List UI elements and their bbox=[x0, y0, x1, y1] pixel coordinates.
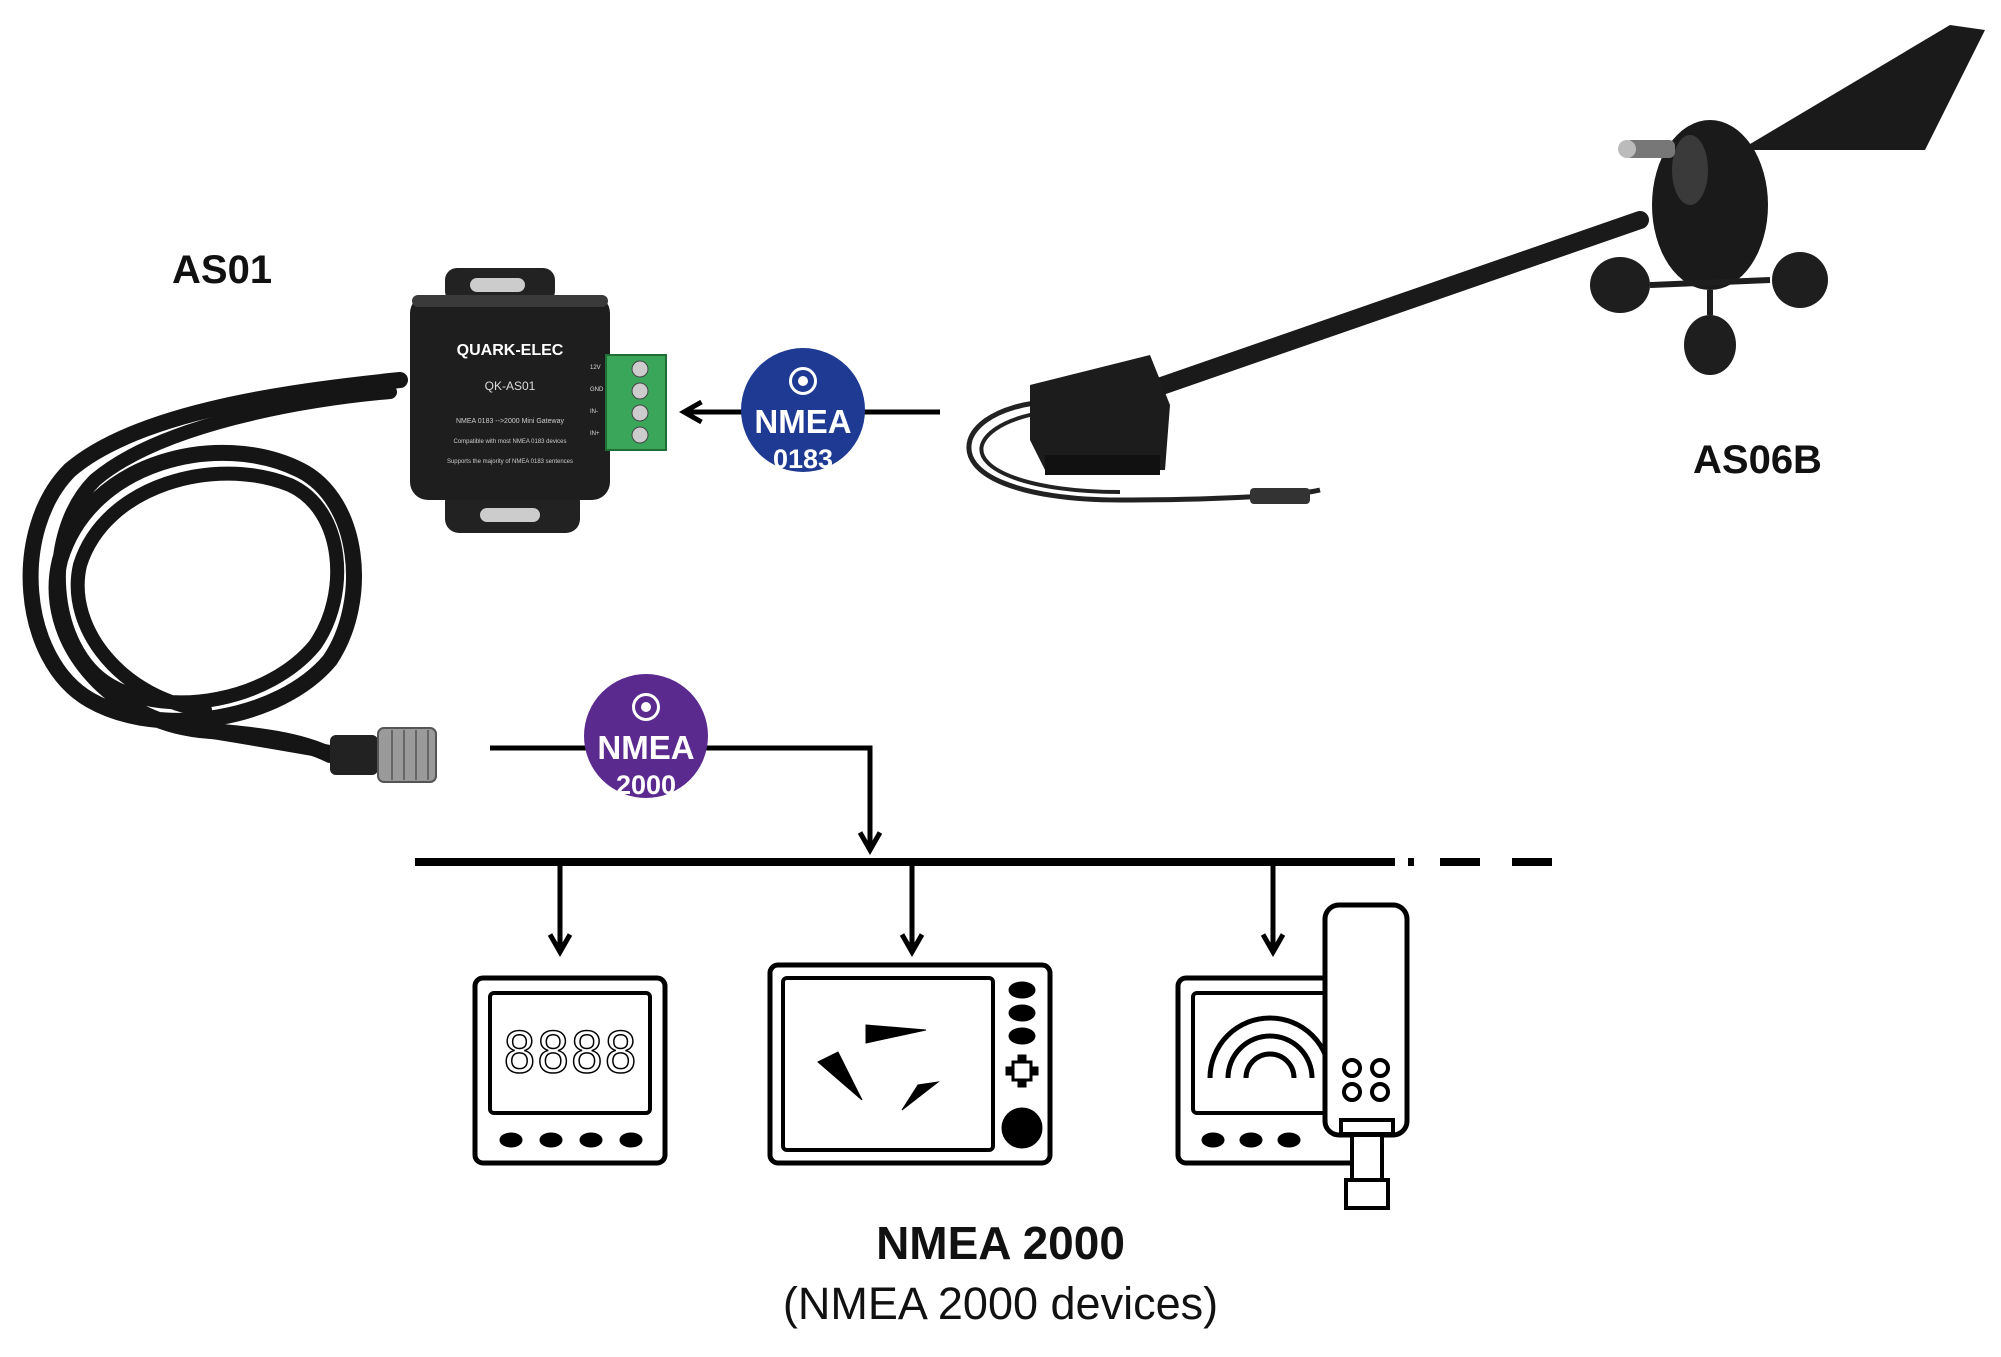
nmea2000-badge-line2: 2000 bbox=[615, 770, 677, 800]
terminal-gnd: GND bbox=[590, 387, 604, 393]
target-icon bbox=[789, 367, 817, 395]
nmea0183-badge-line2: 0183 bbox=[772, 444, 834, 474]
n2k-connector bbox=[330, 727, 437, 783]
sensor-label: AS06B bbox=[1693, 438, 1822, 482]
model-label: QK-AS01 bbox=[485, 379, 536, 393]
terminal-12v: 12V bbox=[590, 365, 601, 371]
terminal-in-minus: IN- bbox=[590, 409, 598, 415]
n2k-sounder-device bbox=[1175, 902, 1410, 1210]
gateway-line-3: Supports the majority of NMEA 0183 sente… bbox=[447, 459, 573, 465]
gateway-cable bbox=[22, 372, 408, 763]
terminal-in-plus: IN+ bbox=[590, 431, 600, 437]
gateway-device: QUARK-ELEC QK-AS01 NMEA 0183 -->2000 Min… bbox=[410, 268, 667, 533]
network-subtitle: (NMEA 2000 devices) bbox=[782, 1278, 1219, 1329]
gateway-label: AS01 bbox=[172, 248, 273, 292]
brand-label: QUARK-ELEC bbox=[457, 342, 564, 359]
nmea0183-badge-line1: NMEA bbox=[754, 403, 852, 440]
display-digits: 8888 bbox=[503, 1021, 638, 1086]
n2k-display-device: 8888 bbox=[472, 975, 668, 1166]
gateway-line-1: NMEA 0183 -->2000 Mini Gateway bbox=[456, 418, 564, 425]
gateway-line-2: Compatible with most NMEA 0183 devices bbox=[453, 439, 566, 445]
nmea2000-badge: NMEA 2000 bbox=[584, 674, 708, 800]
nmea0183-badge: NMEA 0183 bbox=[741, 348, 865, 474]
target-icon bbox=[632, 693, 660, 721]
wind-sensor bbox=[966, 25, 1985, 504]
n2k-plotter-device bbox=[767, 962, 1053, 1166]
network-title: NMEA 2000 bbox=[876, 1217, 1125, 1269]
nmea2000-badge-line1: NMEA bbox=[597, 729, 695, 766]
